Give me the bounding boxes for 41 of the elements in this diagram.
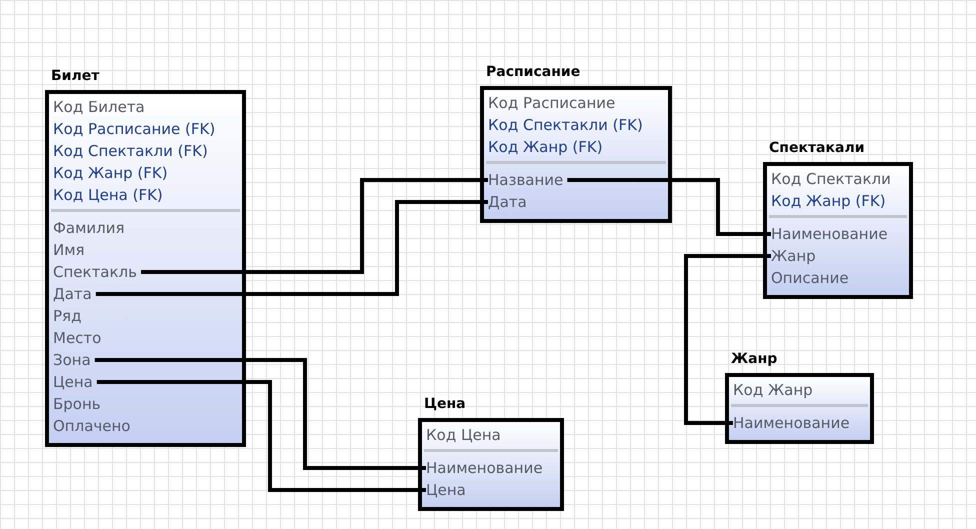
table-title: Билет [51, 68, 100, 84]
field-name: Код Билета [53, 96, 145, 118]
connector-line [94, 358, 426, 470]
field-name: Код Жанр (FK) [488, 136, 603, 158]
field-name: Код Спектакли [771, 168, 905, 190]
connector-line [141, 178, 488, 274]
connector-line [567, 178, 771, 236]
field-name: Код Цена [426, 424, 556, 446]
field-name: Фамилия [53, 217, 125, 239]
field-name: Наименование [733, 412, 866, 434]
field-name: Описание [771, 267, 905, 289]
field-name: Код Цена (FK) [53, 184, 163, 206]
field-name: Имя [53, 239, 85, 261]
field-name: Место [53, 327, 102, 349]
field-name: Ряд [53, 305, 82, 327]
field-name: Оплачено [53, 415, 130, 437]
table-title: Цена [424, 396, 466, 412]
table-title: Жанр [731, 351, 778, 367]
field-name: Код Спектакли (FK) [53, 140, 208, 162]
field-name: Наименование [426, 457, 556, 479]
field-name: Наименование [771, 223, 905, 245]
field-name: Код Расписание [488, 92, 616, 114]
field-name: Цена [426, 479, 556, 501]
field-name: Дата [488, 191, 527, 213]
field-name: Цена [53, 371, 93, 393]
field-name: Код Спектакли (FK) [488, 114, 643, 136]
connector-line [96, 380, 426, 492]
table-title: Спектакали [769, 140, 865, 156]
field-name: Жанр [771, 245, 905, 267]
field-name: Спектакль [53, 261, 137, 283]
field-name: Код Жанр (FK) [53, 162, 168, 184]
table-title: Расписание [486, 64, 580, 80]
field-name: Код Жанр [733, 379, 866, 401]
connector-line [96, 200, 488, 296]
connector-line [684, 254, 771, 425]
field-name: Название [488, 169, 564, 191]
field-name: Код Расписание (FK) [53, 118, 216, 140]
field-name: Бронь [53, 393, 101, 415]
field-name: Код Жанр (FK) [771, 190, 905, 212]
field-name: Дата [53, 283, 92, 305]
field-name: Зона [53, 349, 91, 371]
